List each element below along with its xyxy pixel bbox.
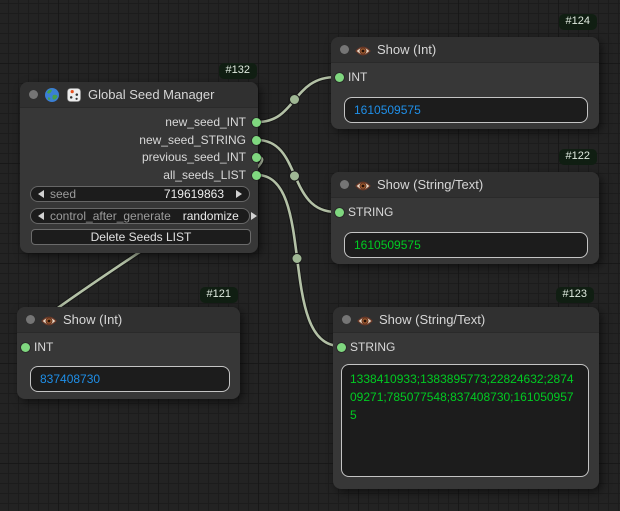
input-slot-string[interactable] [335, 208, 344, 217]
output-label: previous_seed_INT [141, 150, 246, 164]
input-label: INT [348, 70, 368, 84]
widget-value: randomize [182, 209, 239, 223]
input-slot-int[interactable] [335, 73, 344, 82]
node-show-string-mid[interactable]: Show (String/Text) STRING 1610509575 [331, 172, 599, 264]
node-id-badge: #132 [218, 63, 257, 79]
delete-seeds-list-button[interactable]: Delete Seeds LIST [31, 229, 251, 245]
output-slot-previous-seed-int[interactable] [252, 153, 261, 162]
widget-label: control_after_generate [50, 209, 171, 223]
widget-label: seed [50, 187, 77, 201]
node-title-bar[interactable]: Show (Int) [17, 307, 240, 333]
increment-arrow-icon[interactable] [236, 190, 242, 198]
eye-icon [355, 181, 371, 190]
node-id-badge: #123 [555, 287, 594, 303]
output-slot-all-seeds-list[interactable] [252, 171, 261, 180]
node-id-badge: #121 [199, 287, 238, 303]
output-slot-new-seed-int[interactable] [252, 118, 261, 127]
decrement-arrow-icon[interactable] [38, 190, 44, 198]
output-label: all_seeds_LIST [163, 168, 246, 182]
eye-icon [41, 316, 57, 325]
increment-arrow-icon[interactable] [250, 212, 257, 220]
input-slot-string[interactable] [337, 343, 346, 352]
int-value-field[interactable]: 1610509575 [344, 97, 588, 123]
node-show-string-bottom[interactable]: Show (String/Text) STRING 1338410933;138… [333, 307, 599, 489]
decrement-arrow-icon[interactable] [38, 212, 44, 220]
node-show-int-top[interactable]: Show (Int) INT 1610509575 [331, 37, 599, 129]
control-after-generate-widget[interactable]: control_after_generate randomize [30, 208, 257, 224]
dice-icon [67, 87, 81, 102]
input-label: STRING [350, 340, 396, 354]
node-title: Show (Int) [63, 312, 123, 327]
node-title-bar[interactable]: Show (Int) [331, 37, 599, 63]
node-title-bar[interactable]: Show (String/Text) [331, 172, 599, 198]
seed-widget[interactable]: seed 719619863 [30, 186, 250, 202]
output-label: new_seed_INT [165, 115, 246, 129]
node-title: Global Seed Manager [88, 87, 215, 102]
node-id-badge: #124 [558, 14, 597, 30]
node-title: Show (Int) [377, 42, 437, 57]
collapse-dot[interactable] [29, 90, 38, 99]
node-global-seed-manager[interactable]: Global Seed Manager new_seed_INT new_see… [20, 82, 261, 253]
widget-value: 719619863 [163, 187, 224, 201]
input-label: INT [34, 340, 54, 354]
node-title: Show (String/Text) [377, 177, 484, 192]
node-id-badge: #122 [558, 149, 597, 165]
collapse-dot[interactable] [340, 180, 349, 189]
eye-icon [357, 316, 373, 325]
node-title-bar[interactable]: Show (String/Text) [333, 307, 599, 333]
input-slot-int[interactable] [21, 343, 30, 352]
link-midpoint-dot[interactable] [289, 170, 300, 182]
int-value-field[interactable]: 837408730 [30, 366, 230, 392]
node-title: Show (String/Text) [379, 312, 486, 327]
string-value-textarea[interactable]: 1338410933;1383895773;22824632;2874 0927… [341, 364, 589, 477]
input-label: STRING [348, 205, 394, 219]
output-slot-new-seed-string[interactable] [252, 136, 261, 145]
globe-icon [45, 87, 59, 102]
node-show-int-bottom[interactable]: Show (Int) INT 837408730 [17, 307, 240, 399]
output-label: new_seed_STRING [139, 133, 246, 147]
collapse-dot[interactable] [342, 315, 351, 324]
collapse-dot[interactable] [340, 45, 349, 54]
collapse-dot[interactable] [26, 315, 35, 324]
eye-icon [355, 46, 371, 55]
link-midpoint-dot[interactable] [291, 253, 303, 264]
string-value-field[interactable]: 1610509575 [344, 232, 588, 258]
link-midpoint-dot[interactable] [289, 94, 300, 105]
node-title-bar[interactable]: Global Seed Manager [20, 82, 258, 108]
